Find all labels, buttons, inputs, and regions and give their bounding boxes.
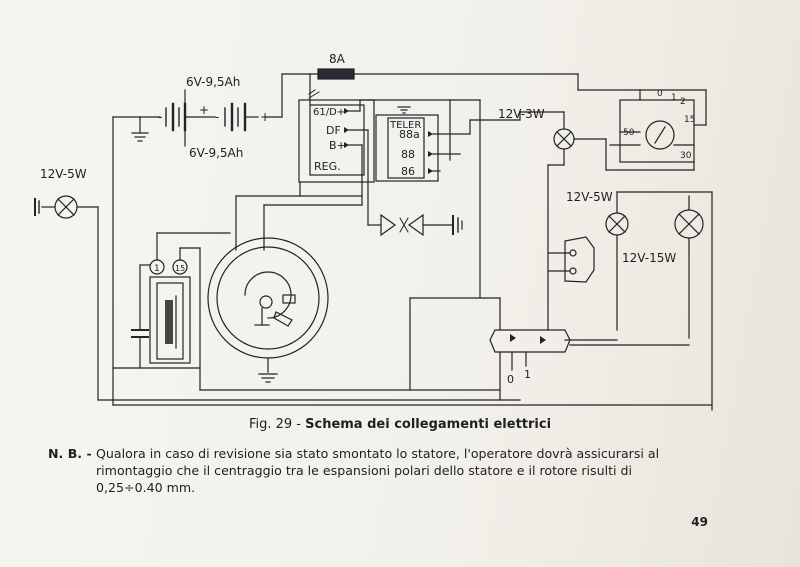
- label-teler-88a: 88a: [399, 128, 420, 141]
- lamp-12v-5w-right: [605, 191, 713, 331]
- label-coil-1: 1: [154, 264, 160, 274]
- label-reg-df: DF: [326, 124, 341, 137]
- label-switch-50: 50: [623, 128, 635, 138]
- ignition-switch: [605, 99, 707, 171]
- label-teler-name: TELER: [389, 120, 421, 131]
- dimmer-switch: [409, 99, 690, 401]
- figure-number: Fig. 29 -: [248, 417, 306, 432]
- tail-lamp-unit: [547, 236, 595, 283]
- magneto-flywheel: [207, 181, 363, 383]
- label-lamp-12v-3w: 12V-3W: [498, 107, 545, 121]
- figure-caption: Fig. 29 - Schema dei collegamenti elettr…: [0, 417, 800, 432]
- label-switch-15: 15: [684, 115, 695, 125]
- label-reg-61d: 61/D+: [313, 107, 345, 118]
- label-lamp-12v-5w: 12V-5W: [566, 190, 613, 204]
- label-battery-minus-a: -: [158, 110, 162, 124]
- ignition-coil: [112, 232, 501, 391]
- regulator-box: [298, 89, 375, 183]
- note-block: N. B. - Qualora in caso di revisione sia …: [48, 445, 728, 496]
- lamp-12v-3w: [519, 111, 607, 299]
- note-line-1: Qualora in caso di revisione sia stato s…: [96, 446, 660, 461]
- label-teler-88: 88: [401, 148, 415, 161]
- lamp-12v-15w: [674, 191, 713, 411]
- label-teler-86: 86: [401, 165, 415, 178]
- label-switch-0: 0: [657, 89, 663, 99]
- label-reg-b: B+: [329, 139, 346, 152]
- figure-title: Schema dei collegamenti elettrici: [305, 417, 552, 432]
- battery-group: [131, 73, 283, 147]
- headlamp-left: [34, 195, 521, 401]
- page-number: 49: [691, 515, 708, 529]
- label-switch-1: 1: [671, 93, 677, 103]
- label-dimmer-1: 1: [524, 368, 531, 381]
- label-reg-name: REG.: [314, 160, 341, 173]
- label-battery-minus-b: -: [215, 110, 219, 124]
- relay-box: [375, 106, 439, 182]
- label-dimmer-0: 0: [507, 373, 514, 386]
- label-switch-30: 30: [680, 151, 692, 161]
- diagram-labels: 8A 6V-9,5Ah 6V-9,5Ah - + - + 12V-5W 12V-…: [40, 52, 695, 386]
- horn-symbol: [367, 197, 463, 237]
- label-headlamp: 12V-5W: [40, 167, 87, 181]
- note-line-2: rimontaggio che il centraggio tra le esp…: [96, 463, 633, 478]
- label-lamp-12v-15w: 12V-15W: [622, 251, 676, 265]
- note-prefix: N. B. -: [48, 446, 92, 461]
- label-battery-plus-a: +: [199, 103, 209, 117]
- label-battery-plus-b: +: [260, 110, 270, 124]
- label-coil-15: 15: [175, 264, 185, 273]
- label-battery-top: 6V-9,5Ah: [186, 75, 240, 89]
- note-line-3: 0,25÷0.40 mm.: [96, 480, 196, 495]
- label-battery-bottom: 6V-9,5Ah: [189, 146, 243, 160]
- label-fuse: 8A: [329, 52, 346, 66]
- label-switch-2: 2: [680, 97, 686, 107]
- fuse-8a: [281, 68, 641, 106]
